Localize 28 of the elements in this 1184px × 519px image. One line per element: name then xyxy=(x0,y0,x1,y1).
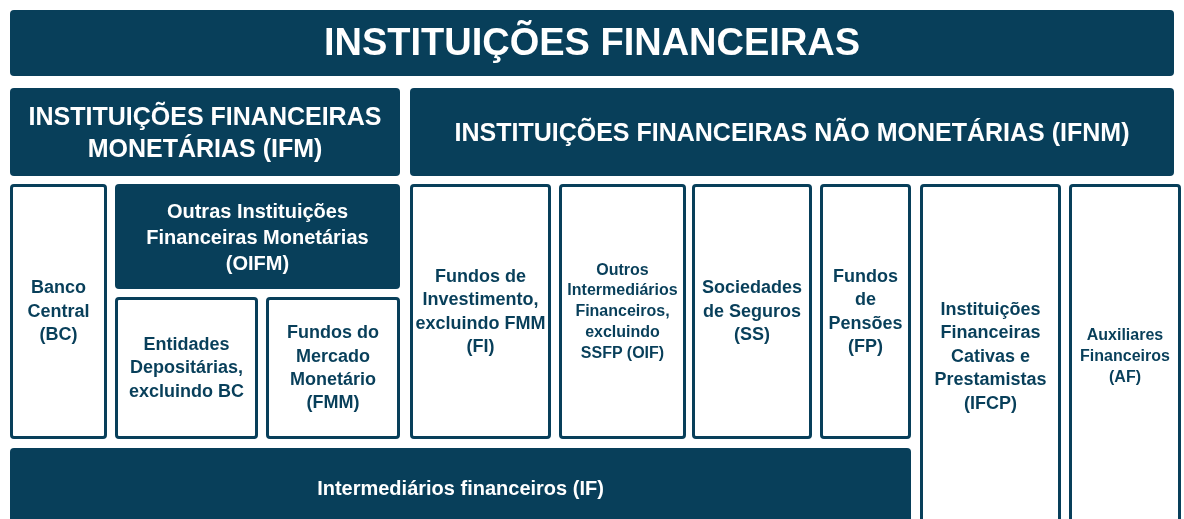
category-box xyxy=(559,184,686,439)
category-box xyxy=(920,184,1061,519)
title-text: INSTITUIÇÕES FINANCEIRAS xyxy=(323,19,861,66)
category-label: Instituições Financeiras Cativas e Prestamistas (IFCP) xyxy=(933,298,1048,415)
category-label: Auxiliares Financeiros (AF) xyxy=(1079,325,1171,387)
category-label: Fundos de Pensões (FP) xyxy=(827,264,904,358)
category-label: Entidades Depositárias, excluindo BC xyxy=(128,332,245,403)
category-label: INSTITUIÇÕES FINANCEIRAS NÃO MONETÁRIAS (IFNM) xyxy=(454,116,1130,148)
category-label: Outras Instituições Financeiras Monetárias (OIFM) xyxy=(145,198,370,276)
category-band xyxy=(10,88,400,176)
category-box xyxy=(820,184,911,439)
category-label: Sociedades de Seguros (SS) xyxy=(700,276,803,347)
category-label: Intermediários financeiros (IF) xyxy=(317,476,604,501)
category-box xyxy=(1069,184,1181,519)
category-box xyxy=(266,297,400,439)
title-band xyxy=(10,10,1174,76)
category-box xyxy=(410,184,551,439)
category-label: Banco Central (BC) xyxy=(26,276,91,347)
category-box xyxy=(10,184,107,439)
category-band xyxy=(115,184,400,289)
category-band xyxy=(410,88,1174,176)
category-box xyxy=(692,184,812,439)
category-band xyxy=(10,448,911,519)
category-box xyxy=(115,297,258,439)
category-label: INSTITUIÇÕES FINANCEIRAS MONETÁRIAS (IFM) xyxy=(27,100,383,164)
category-label: Outros Intermediários Financeiros, excluindo SSFP (OIF) xyxy=(566,259,679,363)
category-label: Fundos do Mercado Monetário (FMM) xyxy=(286,321,380,415)
category-label: Fundos de Investimento, excluindo FMM (FI) xyxy=(415,264,546,358)
